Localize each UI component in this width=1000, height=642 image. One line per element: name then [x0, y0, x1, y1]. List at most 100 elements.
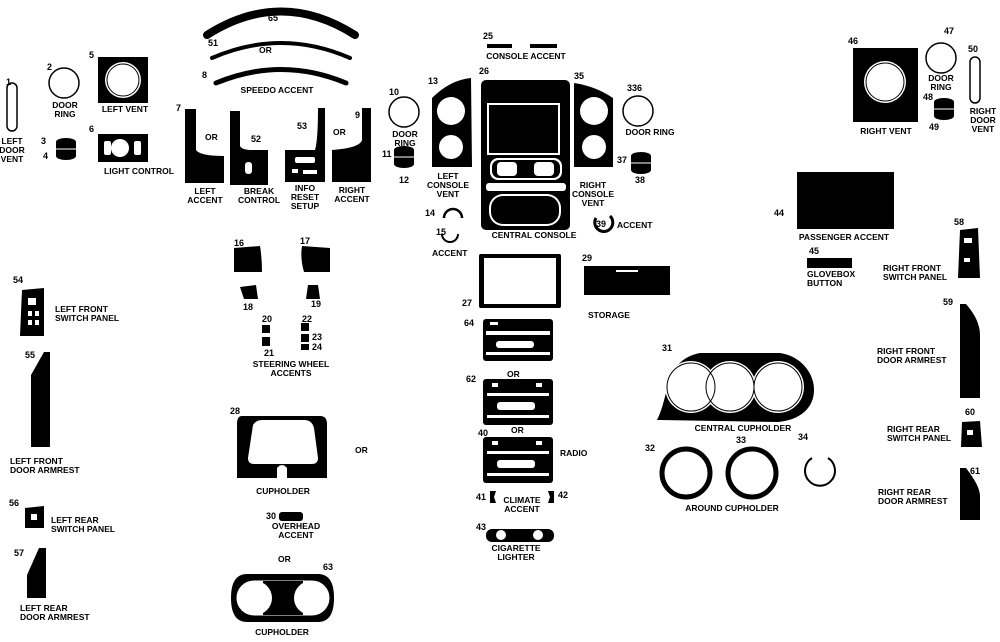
part-number-24: 24: [312, 342, 323, 352]
part-number-53: 53: [297, 121, 308, 131]
part-number-3: 3: [41, 136, 47, 146]
part-number-336: 336: [627, 83, 643, 93]
label-line: DOOR ARMREST: [877, 355, 947, 365]
label-line: RIGHT: [579, 180, 607, 190]
part-number-57: 57: [14, 548, 25, 558]
label-line: DOOR ARMREST: [10, 465, 80, 475]
label-line: BUTTON: [807, 278, 843, 288]
part-53-info-reset-setup: [285, 108, 325, 182]
part-number-45: 45: [809, 246, 820, 256]
part-number-62: 62: [466, 374, 477, 384]
part-number-14: 14: [425, 208, 436, 218]
part-2-door-ring: [48, 67, 80, 99]
label-line: ACCENTS: [270, 368, 312, 378]
part-number-35: 35: [574, 71, 585, 81]
label-overhead-accent: OVERHEAD ACCENT: [272, 522, 320, 540]
part-number-47: 47: [944, 26, 955, 36]
part-7-left-accent: [185, 109, 224, 183]
part-64-radio: [483, 319, 553, 361]
part-number-49: 49: [929, 122, 940, 132]
part-number-6: 6: [89, 124, 95, 134]
label-line: RING: [54, 109, 76, 119]
label-accent-15: ACCENT: [432, 248, 468, 258]
part-number-25: 25: [483, 31, 494, 41]
label-left-door-vent: LEFT DOOR VENT: [0, 137, 25, 164]
part-15-accent: [441, 233, 459, 243]
label-line: SWITCH PANEL: [51, 524, 116, 534]
part-34-ring: [804, 457, 836, 487]
label-line: DOOR: [0, 145, 25, 155]
part-40-radio: [483, 437, 553, 483]
label-cupholder-28: CUPHOLDER: [256, 486, 310, 496]
part-62-radio: [483, 379, 553, 425]
label-line: RIGHT FRONT: [883, 263, 942, 273]
label-line: DOOR ARMREST: [20, 612, 90, 622]
part-25-console-accent: [487, 44, 557, 48]
part-30-overhead-accent: [279, 512, 303, 521]
part-14-accent: [442, 207, 464, 219]
part-number-22: 22: [302, 314, 313, 324]
part-50-right-door-vent: [969, 56, 981, 104]
part-number-16: 16: [234, 238, 245, 248]
label-cigarette-lighter: CIGARETTE LIGHTER: [491, 544, 540, 562]
or-label: OR: [511, 425, 524, 435]
label-door-ring-left: DOOR RING: [52, 101, 78, 119]
label-right-console-vent: RIGHT CONSOLE VENT: [572, 181, 614, 208]
label-line: STEERING WHEEL: [252, 359, 330, 369]
label-line: RIGHT REAR: [887, 424, 940, 434]
part-number-30: 30: [266, 511, 277, 521]
part-33-cup-ring: [725, 446, 779, 500]
label-line: CLIMATE: [503, 495, 541, 505]
part-32-cup-ring: [659, 446, 713, 500]
label-right-front-switch-panel: RIGHT FRONT SWITCH PANEL: [883, 264, 947, 282]
part-46-right-vent: [853, 48, 918, 122]
part-39-accent: [593, 214, 615, 234]
part-number-46: 46: [848, 36, 859, 46]
label-line: RIGHT REAR: [878, 487, 931, 497]
part-1-left-door-vent: [6, 82, 18, 132]
label-line: CONTROL: [237, 195, 281, 205]
label-line: CONSOLE: [426, 180, 470, 190]
label-line: SWITCH PANEL: [55, 313, 120, 323]
part-51-arc: [210, 41, 352, 60]
label-line: LEFT: [437, 171, 459, 181]
label-line: BREAK: [243, 186, 275, 196]
part-13-left-console-vent: [432, 78, 472, 167]
part-number-48: 48: [923, 92, 934, 102]
part-number-60: 60: [965, 407, 976, 417]
label-central-cupholder: CENTRAL CUPHOLDER: [694, 423, 792, 433]
part-number-32: 32: [645, 443, 656, 453]
part-number-29: 29: [582, 253, 593, 263]
label-line: OVERHEAD: [271, 521, 321, 531]
label-line: LEFT FRONT: [55, 304, 108, 314]
label-line: SWITCH PANEL: [887, 433, 952, 443]
part-number-65: 65: [268, 13, 279, 23]
label-info-reset-setup: INFO RESET SETUP: [291, 184, 319, 211]
label-line: INFO: [294, 183, 316, 193]
label-around-cupholder: AROUND CUPHOLDER: [685, 503, 779, 513]
part-26-central-console: [481, 80, 570, 230]
part-number-26: 26: [479, 66, 490, 76]
part-60-right-rear-switch-panel: [961, 421, 982, 447]
part-number-28: 28: [230, 406, 241, 416]
or-label: OR: [333, 127, 346, 137]
part-number-37: 37: [617, 155, 628, 165]
part-55-left-front-door-armrest: [31, 352, 50, 447]
part-28-cupholder: [237, 416, 327, 478]
part-3-4-knob: [56, 138, 76, 160]
label-line: RIGHT FRONT: [877, 346, 936, 356]
label-right-vent: RIGHT VENT: [860, 126, 912, 136]
label-radio: RADIO: [560, 448, 588, 458]
part-number-2: 2: [47, 62, 53, 72]
label-steering-wheel-accents: STEERING WHEEL ACCENTS: [253, 360, 330, 378]
label-right-accent: RIGHT ACCENT: [334, 186, 369, 204]
label-left-front-door-armrest: LEFT FRONT DOOR ARMREST: [10, 457, 80, 475]
label-line: DOOR: [52, 100, 78, 110]
part-number-27: 27: [462, 298, 473, 308]
part-number-8: 8: [202, 70, 208, 80]
label-cupholder-63: CUPHOLDER: [255, 627, 309, 637]
part-number-11: 11: [382, 149, 392, 159]
label-console-accent: CONSOLE ACCENT: [486, 51, 566, 61]
part-56-left-rear-switch-panel: [25, 506, 44, 528]
